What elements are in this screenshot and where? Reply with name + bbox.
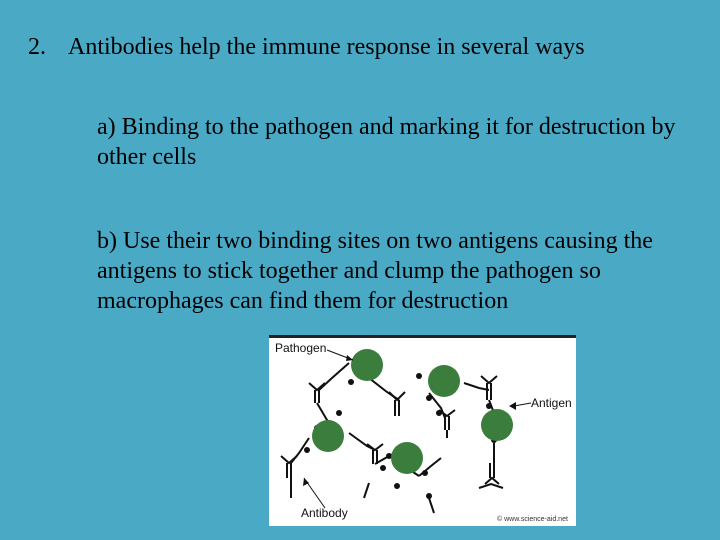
- pointer-arrowheads: [303, 355, 516, 486]
- pathogen-4: [391, 442, 423, 474]
- figure-drawing: Pathogen Antigen Antibody © www.science-…: [275, 341, 572, 523]
- pathogen-3: [312, 420, 344, 452]
- image-credit: © www.science-aid.net: [497, 515, 568, 523]
- antibody-label: Antibody: [301, 506, 348, 520]
- point-a-text: a) Binding to the pathogen and marking i…: [97, 114, 676, 170]
- antibody-clumping-figure: Pathogen Antigen Antibody © www.science-…: [269, 335, 576, 526]
- heading-text: Antibodies help the immune response in s…: [68, 34, 585, 60]
- slide-heading: 2. Antibodies help the immune response in…: [28, 32, 708, 62]
- pathogen-5: [481, 409, 513, 441]
- point-b-text: b) Use their two binding sites on two an…: [97, 228, 653, 314]
- pathogens: [312, 349, 513, 474]
- antigen-label: Antigen: [531, 396, 572, 410]
- pathogen-1: [351, 349, 383, 381]
- pathogen-2: [428, 365, 460, 397]
- pathogen-label: Pathogen: [275, 341, 326, 355]
- heading-number: 2.: [28, 34, 46, 60]
